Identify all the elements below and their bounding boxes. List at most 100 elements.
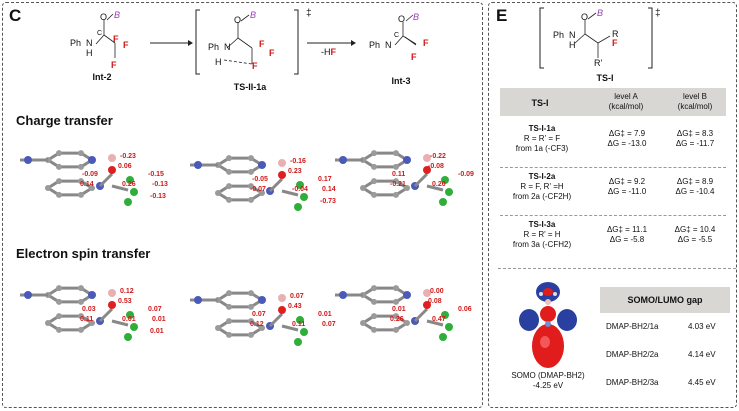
carbon-atom: [393, 313, 399, 320]
spin-label: 0.47: [432, 316, 446, 323]
int2-bonds: [95, 13, 116, 58]
int2-b: B: [114, 10, 121, 20]
carbon-atom: [226, 303, 232, 310]
ts-i-r2: R': [594, 58, 603, 68]
bond: [413, 172, 429, 188]
carbon-atom: [371, 191, 377, 198]
ts-i-n: N: [569, 30, 576, 40]
spin-label: 0.07: [290, 293, 304, 300]
charge-label: -0.13: [152, 181, 168, 188]
carbon-atom: [78, 150, 84, 157]
arrow-1: [150, 40, 193, 46]
carbon-atom: [226, 155, 232, 162]
nitrogen-atom: [258, 161, 266, 169]
boron-atom: [423, 154, 431, 162]
row-ts-desc: R = R' = F: [523, 134, 561, 143]
ts-f2: F: [269, 48, 275, 58]
carbon-atom: [56, 285, 62, 292]
boron-atom: [278, 294, 286, 302]
int3-f2: F: [411, 52, 417, 62]
spin-label: 0.12: [250, 321, 264, 328]
carbon-atom: [226, 318, 232, 325]
carbon-atom: [248, 155, 254, 162]
carbon-atom: [371, 326, 377, 333]
somo-lumo-gap-header: SOMO/LUMO gap: [600, 287, 730, 313]
charge-label: -0.09: [82, 171, 98, 178]
loss-hf: -HF: [321, 47, 336, 57]
ts-ph: Ph: [208, 42, 220, 52]
somo-row-value: 4.45 eV: [688, 378, 716, 387]
carbon-atom: [404, 185, 410, 191]
int3-b: B: [413, 12, 420, 22]
fluorine-atom: [296, 316, 304, 324]
spin-label: 0.00: [430, 288, 444, 295]
carbon-atom: [371, 150, 377, 157]
row-ts-name: TS-I-2a: [528, 172, 556, 181]
fluorine-atom: [126, 311, 134, 319]
table-row-divider: [500, 215, 726, 216]
int3-name: Int-3: [391, 76, 411, 86]
spin-label: 0.12: [120, 288, 134, 295]
spin-label: 0.53: [118, 298, 132, 305]
ts-i-f: F: [612, 38, 618, 48]
carbon-atom: [226, 168, 232, 175]
carbon-atom: [78, 178, 84, 185]
row-level-b-energy: ΔG = -11.7: [675, 139, 715, 148]
carbon-atom: [360, 320, 366, 326]
row-ts-desc: R = R' = H: [523, 230, 561, 239]
carbon-atom: [404, 320, 410, 326]
row-level-b-energy: ΔG = -5.5: [677, 235, 713, 244]
spin-label: 0.26: [390, 316, 404, 323]
fluorine-atom: [294, 338, 302, 346]
somo-caption: SOMO (DMAP-BH2): [511, 371, 585, 380]
row-level-a-barrier: ΔG‡ = 7.9: [608, 129, 646, 138]
spin-label: 0.07: [322, 321, 336, 328]
nitrogen-atom: [339, 291, 347, 299]
charge-label: 0.20: [432, 181, 446, 188]
boron-atom: [108, 154, 116, 162]
boron-atom: [108, 289, 116, 297]
carbon-atom: [56, 150, 62, 157]
int3-c: C: [394, 32, 400, 39]
ts-i-ph: Ph: [553, 30, 565, 40]
carbon-atom: [215, 325, 221, 331]
carbon-atom: [259, 325, 265, 331]
nitrogen-atom: [24, 291, 32, 299]
ts-ii-1a-name: TS-II-1a: [233, 82, 267, 92]
carbon-atom: [56, 298, 62, 305]
carbon-atom: [248, 318, 254, 325]
row-level-a-energy: ΔG = -5.8: [609, 235, 645, 244]
carbon-atom: [371, 163, 377, 170]
bond: [413, 307, 429, 323]
panel-e-label: E: [496, 6, 508, 25]
fluorine-atom: [126, 176, 134, 184]
somo-row-value: 4.03 eV: [688, 322, 716, 331]
somo-row-value: 4.14 eV: [688, 350, 716, 359]
charge-label: -0.09: [458, 171, 474, 178]
ts-f1: F: [259, 39, 265, 49]
bond: [281, 324, 299, 332]
nitrogen-atom: [403, 156, 411, 164]
fluorine-atom: [300, 328, 308, 336]
table-header-bg: [500, 88, 726, 116]
nitrogen-atom: [403, 291, 411, 299]
nitrogen-atom: [339, 156, 347, 164]
fluorine-atom: [439, 333, 447, 341]
int2-n: N: [86, 38, 93, 48]
int2-f3: F: [111, 60, 117, 70]
loss-f: F: [330, 47, 337, 57]
charge-label: 0.06: [118, 163, 132, 170]
carbon-atom: [226, 331, 232, 338]
int2-ph: Ph: [70, 38, 82, 48]
row-level-a-barrier: ΔG‡ = 11.1: [606, 225, 648, 234]
bond: [281, 189, 299, 197]
carbon-atom: [56, 313, 62, 320]
somo-row-label: DMAP-BH2/2a: [606, 350, 659, 359]
carbon-atom: [393, 326, 399, 333]
nitrogen-atom: [258, 296, 266, 304]
boron-atom: [278, 159, 286, 167]
carbon-atom: [248, 168, 254, 175]
fluorine-atom: [300, 193, 308, 201]
int2-c: C: [97, 30, 103, 37]
carbon-atom: [248, 331, 254, 338]
